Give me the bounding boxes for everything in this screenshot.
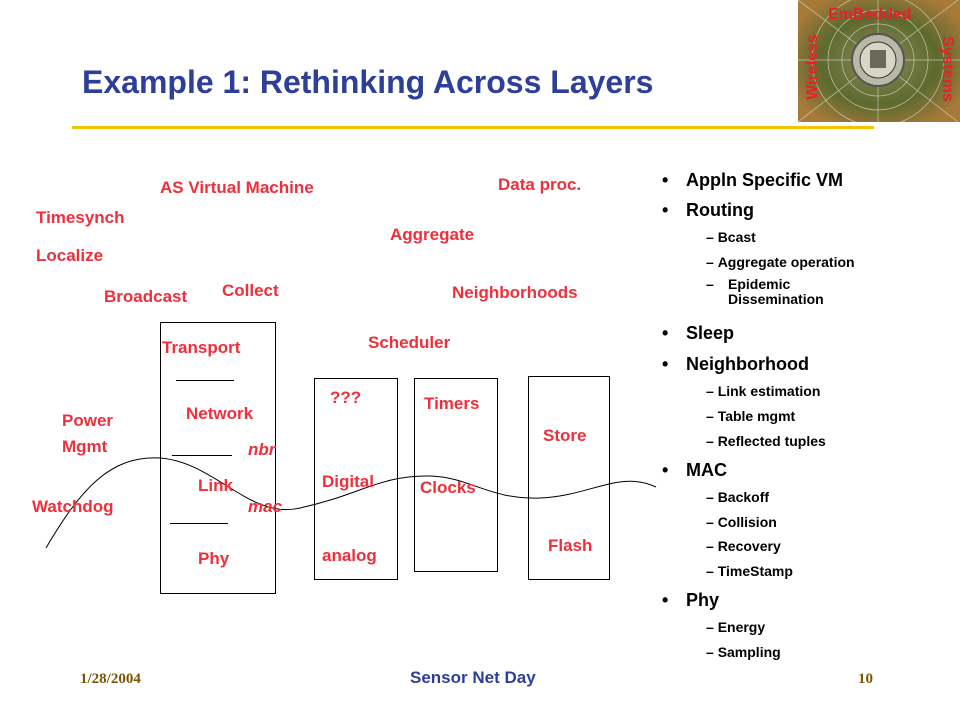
sub-bullet: – Bcast	[706, 229, 756, 245]
label-transport: Transport	[162, 338, 241, 357]
label-watchdog: Watchdog	[32, 497, 114, 516]
sub-bullet: – Table mgmt	[706, 408, 796, 424]
timers-box	[414, 378, 498, 572]
label-as-virtual-machine: AS Virtual Machine	[160, 178, 314, 197]
sub-bullet: – Aggregate operation	[706, 254, 855, 270]
sub-bullet: –Epidemic Dissemination	[706, 277, 826, 307]
sub-bullet-text: Recovery	[717, 538, 781, 554]
label-neighborhoods: Neighborhoods	[452, 283, 578, 302]
bullet-sleep: Sleep	[662, 323, 734, 344]
title-underline	[72, 126, 874, 129]
label-localize: Localize	[36, 246, 104, 265]
label-scheduler: Scheduler	[368, 333, 451, 352]
label-unknown: ???	[330, 388, 362, 407]
label-timesynch: Timesynch	[36, 208, 125, 227]
label-digital: Digital	[322, 472, 374, 491]
footer-date: 1/28/2004	[80, 671, 141, 687]
footer-title: Sensor Net Day	[410, 668, 536, 687]
sub-bullet: – Recovery	[706, 538, 781, 554]
sub-bullet-text: Sampling	[717, 644, 781, 660]
label-clocks: Clocks	[420, 478, 476, 497]
logo: EmBedded Wireless Systems	[798, 0, 960, 122]
bullet-phy: Phy	[662, 590, 719, 611]
sub-bullet-text: Backoff	[717, 489, 770, 505]
label-power: Power	[62, 411, 114, 430]
page-number: 10	[858, 671, 873, 687]
slide-title: Example 1: Rethinking Across Layers	[82, 64, 654, 100]
label-aggregate: Aggregate	[390, 225, 475, 244]
label-nbr: nbr	[248, 440, 276, 459]
stack-divider	[170, 523, 228, 524]
sub-bullet: – Collision	[706, 514, 777, 530]
label-phy: Phy	[198, 549, 230, 568]
sub-bullet: – Sampling	[706, 644, 781, 660]
sub-bullet: – Backoff	[706, 489, 770, 505]
sub-bullet-text: Aggregate operation	[717, 254, 855, 270]
label-collect: Collect	[222, 281, 279, 300]
bullet-routing: Routing	[662, 200, 754, 221]
sub-bullet-text: Energy	[717, 619, 766, 635]
sub-bullet-text: Reflected tuples	[717, 433, 826, 449]
sub-bullet-text: Collision	[717, 514, 777, 530]
storage-box	[528, 376, 610, 580]
label-network: Network	[186, 404, 254, 423]
label-mac: mac	[248, 497, 283, 516]
stack-divider	[176, 380, 234, 381]
spiderweb-logo-icon	[798, 0, 960, 122]
sub-bullet: – Link estimation	[706, 383, 821, 399]
label-data-proc: Data proc.	[498, 175, 582, 194]
label-link: Link	[198, 476, 233, 495]
sub-bullet-text: Table mgmt	[717, 408, 796, 424]
label-broadcast: Broadcast	[104, 287, 188, 306]
bullet-neighborhood: Neighborhood	[662, 354, 809, 375]
sub-bullet-text: Bcast	[717, 229, 756, 245]
bullet-appln-specific-vm: Appln Specific VM	[662, 170, 843, 191]
sub-bullet-text: TimeStamp	[717, 563, 793, 579]
bullet-mac: MAC	[662, 460, 727, 481]
stack-divider	[172, 455, 232, 456]
sub-bullet: – Energy	[706, 619, 766, 635]
sub-bullet: – TimeStamp	[706, 563, 793, 579]
label-timers: Timers	[424, 394, 480, 413]
sub-bullet: – Reflected tuples	[706, 433, 826, 449]
label-flash: Flash	[548, 536, 593, 555]
logo-text-top: EmBedded	[828, 6, 912, 23]
sub-bullet-text: Link estimation	[717, 383, 821, 399]
label-analog: analog	[322, 546, 377, 565]
label-store: Store	[543, 426, 587, 445]
label-mgmt: Mgmt	[62, 437, 108, 456]
sub-bullet-text: Epidemic Dissemination	[728, 276, 824, 307]
